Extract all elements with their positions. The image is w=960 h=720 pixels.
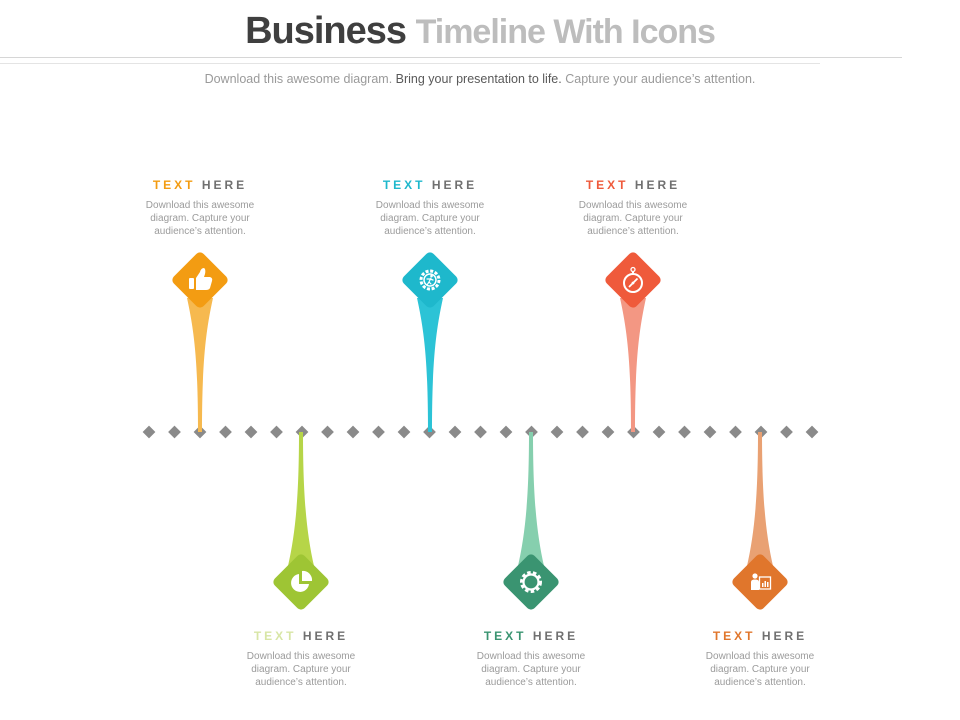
- milestone-5-description: Download this awesome diagram. Capture y…: [578, 200, 688, 237]
- title-sub: Timeline With Icons: [415, 13, 716, 51]
- milestone-1-label: TEXT HERE: [110, 178, 290, 192]
- milestone-5-label-plain: HERE: [634, 178, 681, 192]
- subtitle-part-2: Bring your presentation to life.: [395, 72, 562, 86]
- title-divider: [0, 57, 902, 58]
- milestone-5-label-colored: TEXT: [585, 178, 629, 192]
- pie-chart-icon: [291, 570, 313, 592]
- title-main: Business: [245, 10, 407, 52]
- subtitle-part-3: Capture your audience’s attention.: [565, 72, 756, 86]
- page-title: Business Timeline With Icons: [0, 8, 960, 55]
- milestone-4-label: TEXT HERE: [441, 629, 621, 643]
- milestone-6-label: TEXT HERE: [670, 629, 850, 643]
- timeline-dot: [703, 425, 717, 439]
- milestone-1-description: Download this awesome diagram. Capture y…: [145, 200, 255, 237]
- milestone-4-diamond: [503, 554, 559, 610]
- milestone-2-label-colored: TEXT: [253, 629, 297, 643]
- timeline-dot: [168, 425, 181, 439]
- timeline-dot: [805, 425, 819, 439]
- milestone-2-description: Download this awesome diagram. Capture y…: [246, 651, 356, 688]
- milestone-5-label: TEXT HERE: [543, 178, 723, 192]
- milestone-2-label: TEXT HERE: [211, 629, 391, 643]
- timeline-dot: [346, 425, 360, 439]
- milestone-4-description: Download this awesome diagram. Capture y…: [476, 651, 586, 688]
- milestone-6-description: Download this awesome diagram. Capture y…: [705, 651, 815, 688]
- milestone-5-diamond: [605, 252, 661, 308]
- milestone-3-stem: [417, 298, 443, 432]
- timeline-dot: [499, 425, 513, 439]
- timeline-stems: [187, 298, 773, 566]
- timeline-dots: [142, 425, 819, 439]
- milestone-1-label-colored: TEXT: [152, 178, 196, 192]
- stopwatch-icon: [623, 266, 643, 293]
- timeline-dot: [729, 425, 742, 439]
- milestone-4-label-colored: TEXT: [483, 629, 527, 643]
- milestone-6-marker: [732, 554, 788, 610]
- timeline-dot: [780, 425, 793, 439]
- timeline-dot: [372, 425, 385, 439]
- milestone-1-label-plain: HERE: [201, 178, 248, 192]
- milestone-4-label-plain: HERE: [532, 629, 579, 643]
- milestone-6-stem: [747, 432, 773, 566]
- timeline-dot: [321, 425, 334, 439]
- timeline-dot: [601, 425, 615, 439]
- timeline-dot: [576, 425, 589, 439]
- timeline-dot: [142, 425, 156, 439]
- milestone-3-description: Download this awesome diagram. Capture y…: [375, 200, 485, 237]
- runner-gear-icon: [419, 269, 441, 291]
- timeline-dot: [678, 425, 691, 439]
- milestone-3-label-colored: TEXT: [382, 178, 426, 192]
- timeline-dot: [397, 425, 411, 439]
- timeline-dot: [219, 425, 232, 439]
- milestone-5-stem: [620, 298, 646, 432]
- timeline-dot: [270, 425, 283, 439]
- timeline-dot: [244, 425, 258, 439]
- timeline-dot: [652, 425, 666, 439]
- timeline-markers: [172, 252, 788, 610]
- milestone-5-marker: [605, 252, 661, 308]
- subtitle-part-1: Download this awesome diagram.: [204, 72, 393, 86]
- milestone-6-label-colored: TEXT: [712, 629, 756, 643]
- milestone-2-stem: [288, 432, 314, 566]
- milestone-2-label-plain: HERE: [302, 629, 349, 643]
- milestone-1-stem: [187, 298, 213, 432]
- milestone-2-marker: [273, 554, 329, 610]
- milestone-3-label: TEXT HERE: [340, 178, 520, 192]
- timeline-dot: [550, 425, 564, 439]
- title-divider-secondary: [0, 63, 820, 64]
- thumbs-up-icon: [189, 268, 213, 290]
- presenter-icon: [751, 573, 772, 590]
- milestone-4-marker: [503, 554, 559, 610]
- gear-icon: [520, 571, 542, 593]
- milestone-2-diamond: [273, 554, 329, 610]
- milestone-1-marker: [172, 252, 228, 308]
- timeline-dot: [474, 425, 487, 439]
- milestone-6-label-plain: HERE: [761, 629, 808, 643]
- timeline-dot: [448, 425, 462, 439]
- milestone-3-label-plain: HERE: [431, 178, 478, 192]
- subtitle: Download this awesome diagram. Bring you…: [0, 72, 960, 86]
- milestone-4-stem: [518, 432, 544, 566]
- milestone-3-marker: [402, 252, 458, 308]
